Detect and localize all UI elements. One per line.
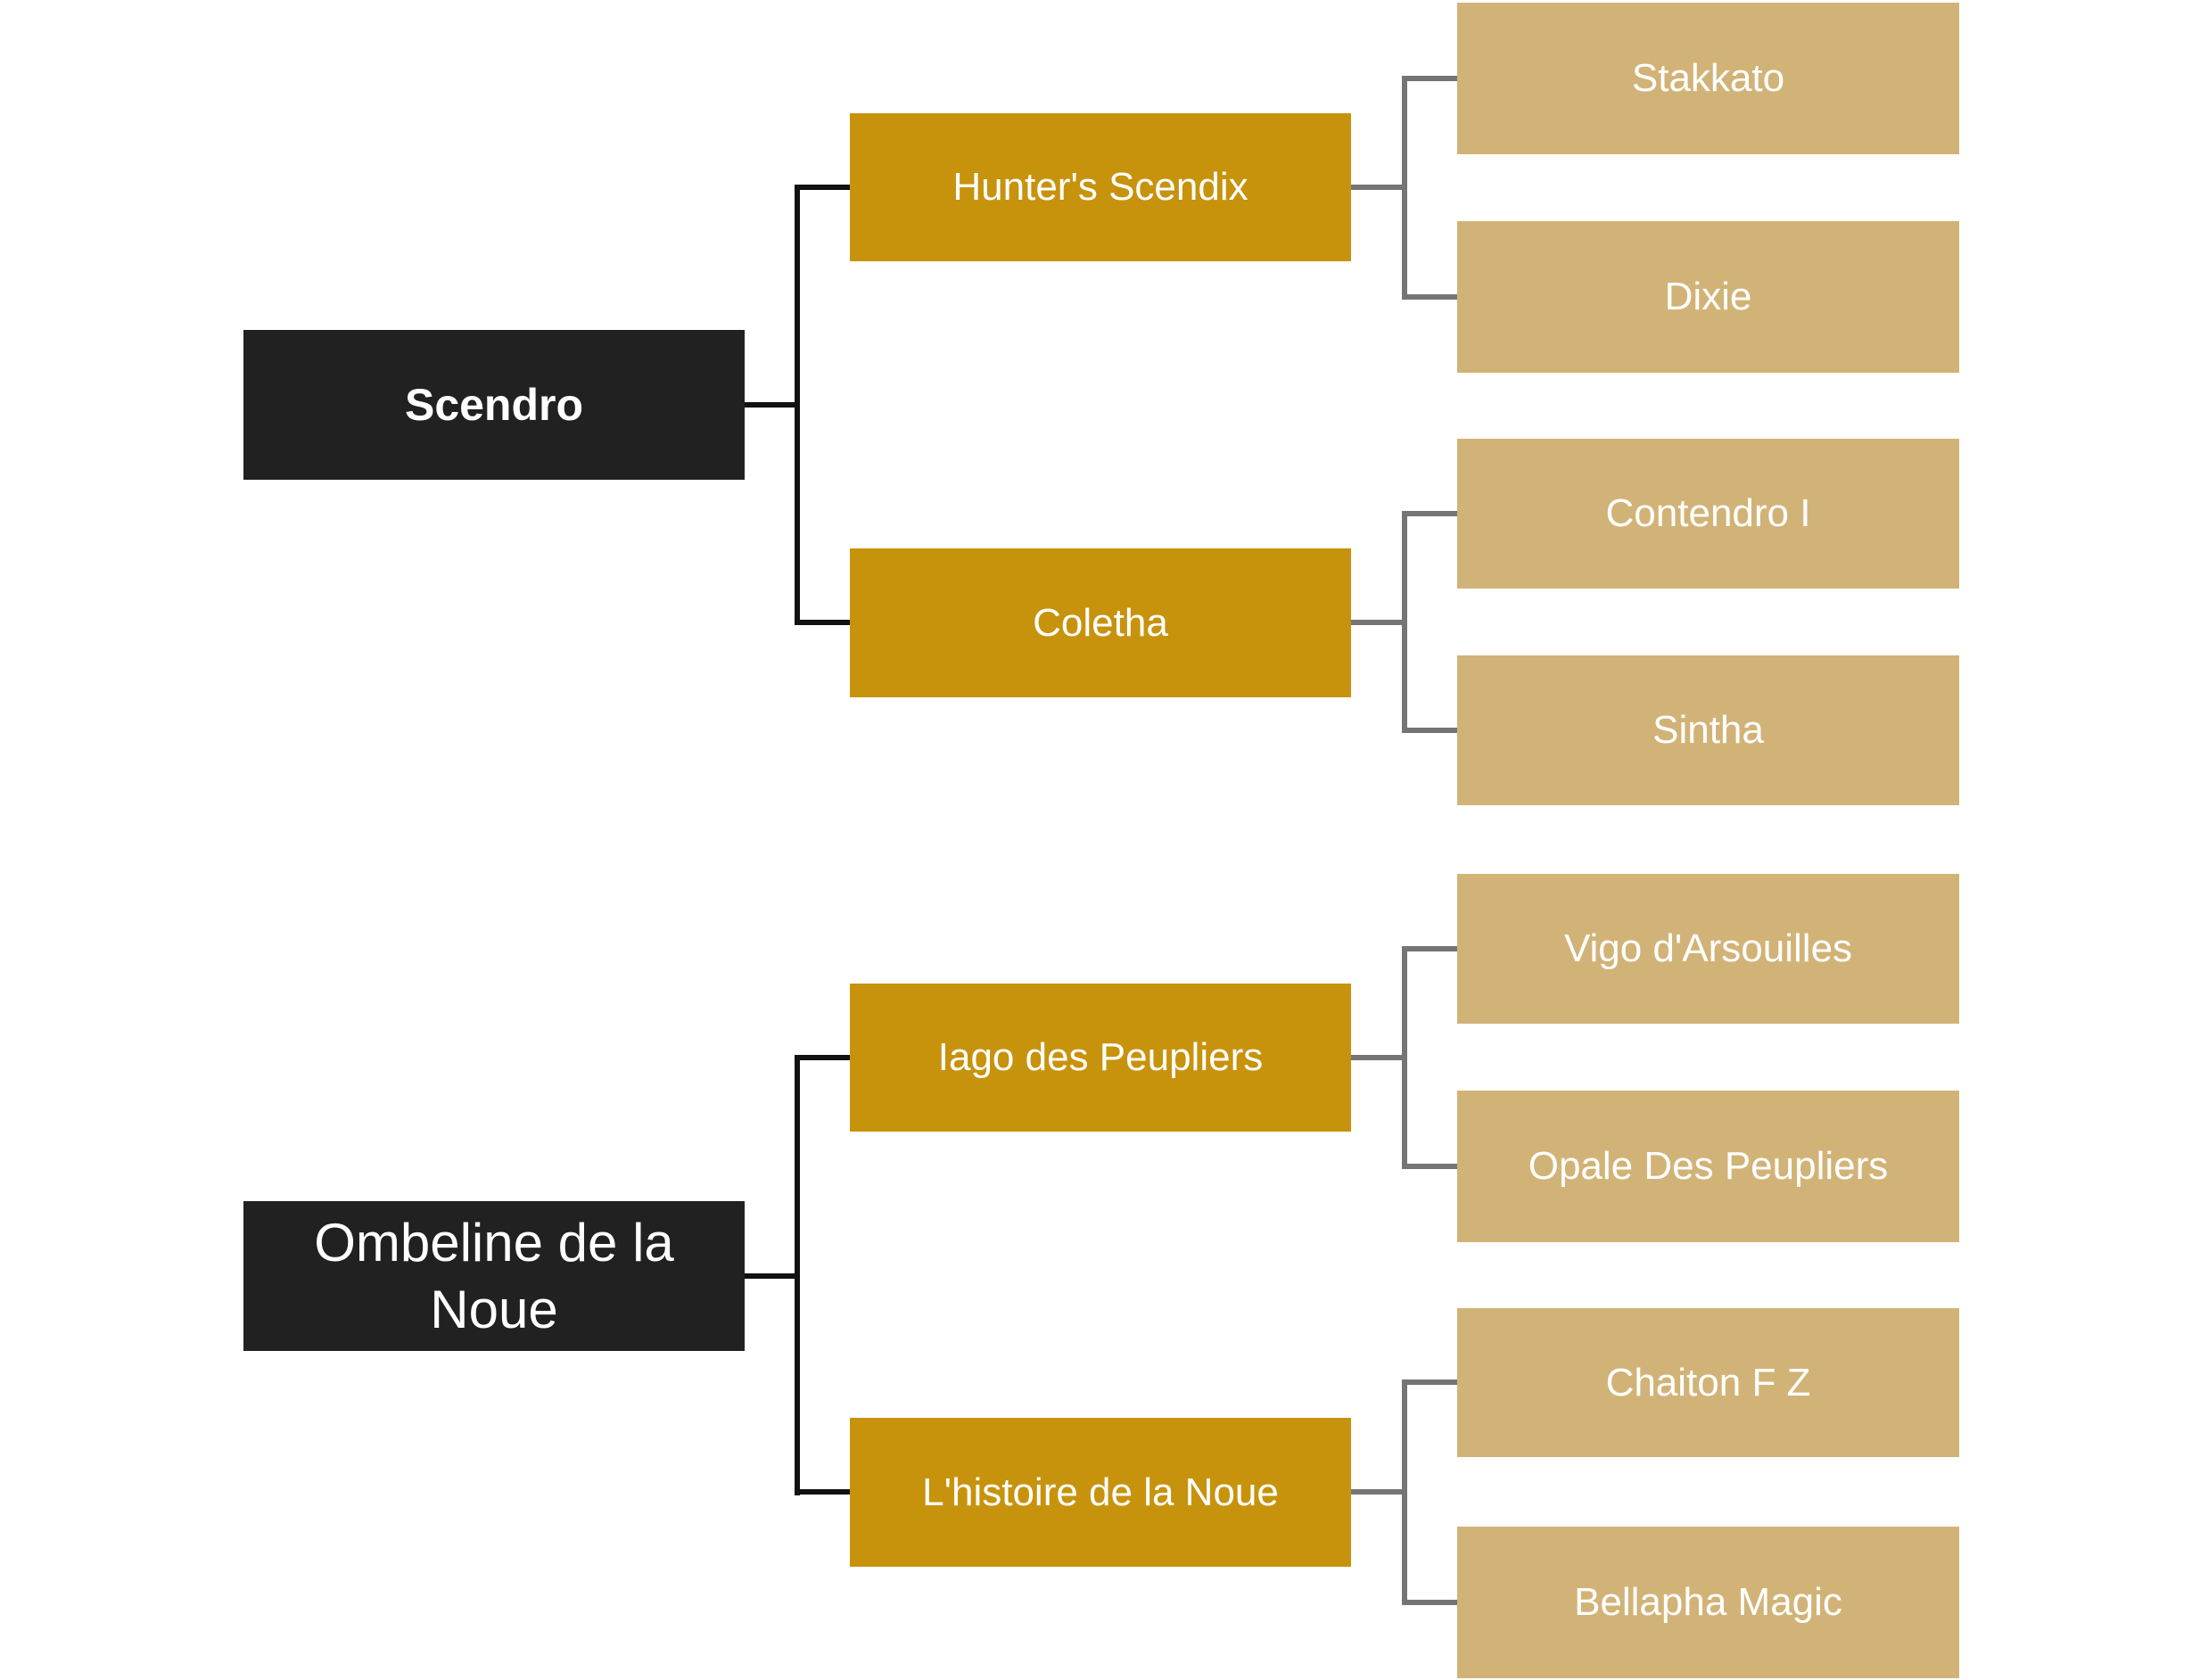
node-label: Dixie	[1664, 275, 1752, 318]
node-opale-des-peupliers: Opale Des Peupliers	[1457, 1091, 1959, 1242]
node-label: Contendro I	[1605, 491, 1811, 535]
node-dixie: Dixie	[1457, 221, 1959, 373]
connector-line	[1402, 728, 1457, 733]
connector-line	[1402, 76, 1407, 300]
connector-line	[1402, 946, 1457, 951]
node-label: Scendro	[404, 380, 584, 430]
node-hunters-scendix: Hunter's Scendix	[850, 113, 1351, 261]
connector-line	[795, 1055, 800, 1495]
connector-line	[1402, 946, 1407, 1169]
connector-line	[795, 185, 800, 625]
connector-line	[1402, 76, 1457, 81]
connector-line	[1402, 511, 1407, 733]
node-contendro-i: Contendro I	[1457, 439, 1959, 589]
node-label: Bellapha Magic	[1574, 1580, 1842, 1624]
node-coletha: Coletha	[850, 548, 1351, 697]
node-iago-des-peupliers: Iago des Peupliers	[850, 984, 1351, 1132]
connector-line	[1402, 511, 1457, 516]
node-label: Chaiton F Z	[1605, 1360, 1811, 1404]
node-label: Stakkato	[1631, 56, 1785, 100]
connector-line	[1351, 1055, 1407, 1060]
connector-line	[1402, 1600, 1457, 1605]
node-chaiton-f-z: Chaiton F Z	[1457, 1308, 1959, 1457]
connector-line	[795, 1489, 850, 1495]
connector-line	[1402, 1379, 1407, 1605]
node-lhistoire-de-la-noue: L'histoire de la Noue	[850, 1418, 1351, 1567]
node-bellapha-magic: Bellapha Magic	[1457, 1527, 1959, 1678]
connector-line	[795, 620, 850, 625]
node-scendro: Scendro	[243, 330, 745, 480]
connector-line	[1402, 294, 1457, 300]
connector-line	[745, 1273, 799, 1279]
node-ombeline-de-la-noue: Ombeline de la Noue	[243, 1201, 745, 1351]
connector-line	[795, 1055, 850, 1060]
node-label: Sintha	[1652, 708, 1764, 752]
connector-line	[1402, 1379, 1457, 1385]
connector-line	[795, 185, 850, 190]
node-label: Opale Des Peupliers	[1528, 1144, 1889, 1188]
connector-line	[1351, 620, 1407, 625]
node-stakkato: Stakkato	[1457, 3, 1959, 154]
connector-line	[1351, 185, 1407, 190]
connector-line	[1351, 1489, 1407, 1495]
node-label: L'histoire de la Noue	[922, 1470, 1279, 1514]
node-label: Ombeline de la Noue	[314, 1213, 674, 1339]
node-vigo-darsouilles: Vigo d'Arsouilles	[1457, 874, 1959, 1024]
node-label: Hunter's Scendix	[952, 165, 1248, 209]
connector-line	[745, 402, 799, 408]
connector-line	[1402, 1164, 1457, 1169]
node-label: Vigo d'Arsouilles	[1563, 926, 1853, 970]
node-label: Coletha	[1033, 600, 1168, 645]
node-sintha: Sintha	[1457, 655, 1959, 805]
node-label: Iago des Peupliers	[937, 1035, 1264, 1079]
